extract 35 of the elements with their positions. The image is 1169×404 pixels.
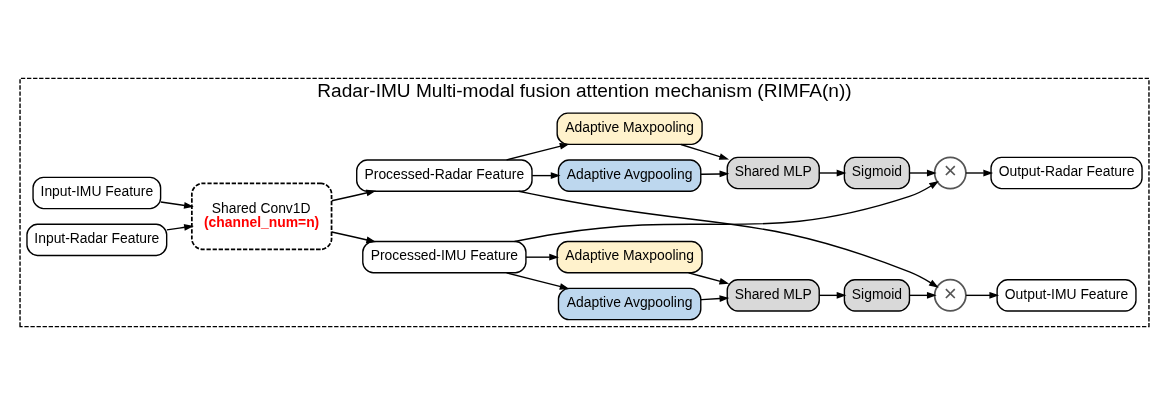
node-box: Adaptive Avgpooling <box>557 158 702 192</box>
node-box: Output-Radar Feature <box>990 156 1143 189</box>
node-box: Output-IMU Feature <box>996 278 1137 312</box>
arrow <box>700 294 730 302</box>
arrow <box>517 190 939 288</box>
node-box: Adaptive Avgpooling <box>557 287 702 320</box>
arrow <box>687 271 730 284</box>
arrow <box>160 200 194 209</box>
node-box: Sigmoid <box>843 278 911 312</box>
node-box: Adaptive Maxpooling <box>556 111 703 145</box>
node-box: Input-Radar Feature <box>26 223 168 256</box>
arrow <box>331 230 377 243</box>
arrow <box>513 180 939 242</box>
node-box: Shared MLP <box>726 278 820 312</box>
node-box: Processed-IMU Feature <box>362 240 527 273</box>
node-box: Sigmoid <box>843 156 911 189</box>
arrow <box>505 142 570 161</box>
arrow <box>505 271 570 290</box>
node-circle: × <box>933 156 967 189</box>
arrow <box>965 169 994 176</box>
node-box: Processed-Radar Feature <box>356 158 533 192</box>
arrow <box>525 253 559 261</box>
arrow <box>166 223 194 231</box>
arrow <box>700 170 730 177</box>
arrow <box>965 291 1000 299</box>
node-box: Input-IMU Feature <box>32 176 162 209</box>
node-box: Shared Conv1D (channel_num=n) <box>191 182 333 250</box>
node-box: Shared MLP <box>726 156 820 189</box>
arrow <box>331 189 377 201</box>
arrow <box>531 171 561 179</box>
node-box: Adaptive Maxpooling <box>556 240 703 273</box>
node-circle: × <box>933 278 967 312</box>
arrow <box>818 169 847 176</box>
arrow <box>680 143 730 160</box>
arrow <box>909 169 937 176</box>
